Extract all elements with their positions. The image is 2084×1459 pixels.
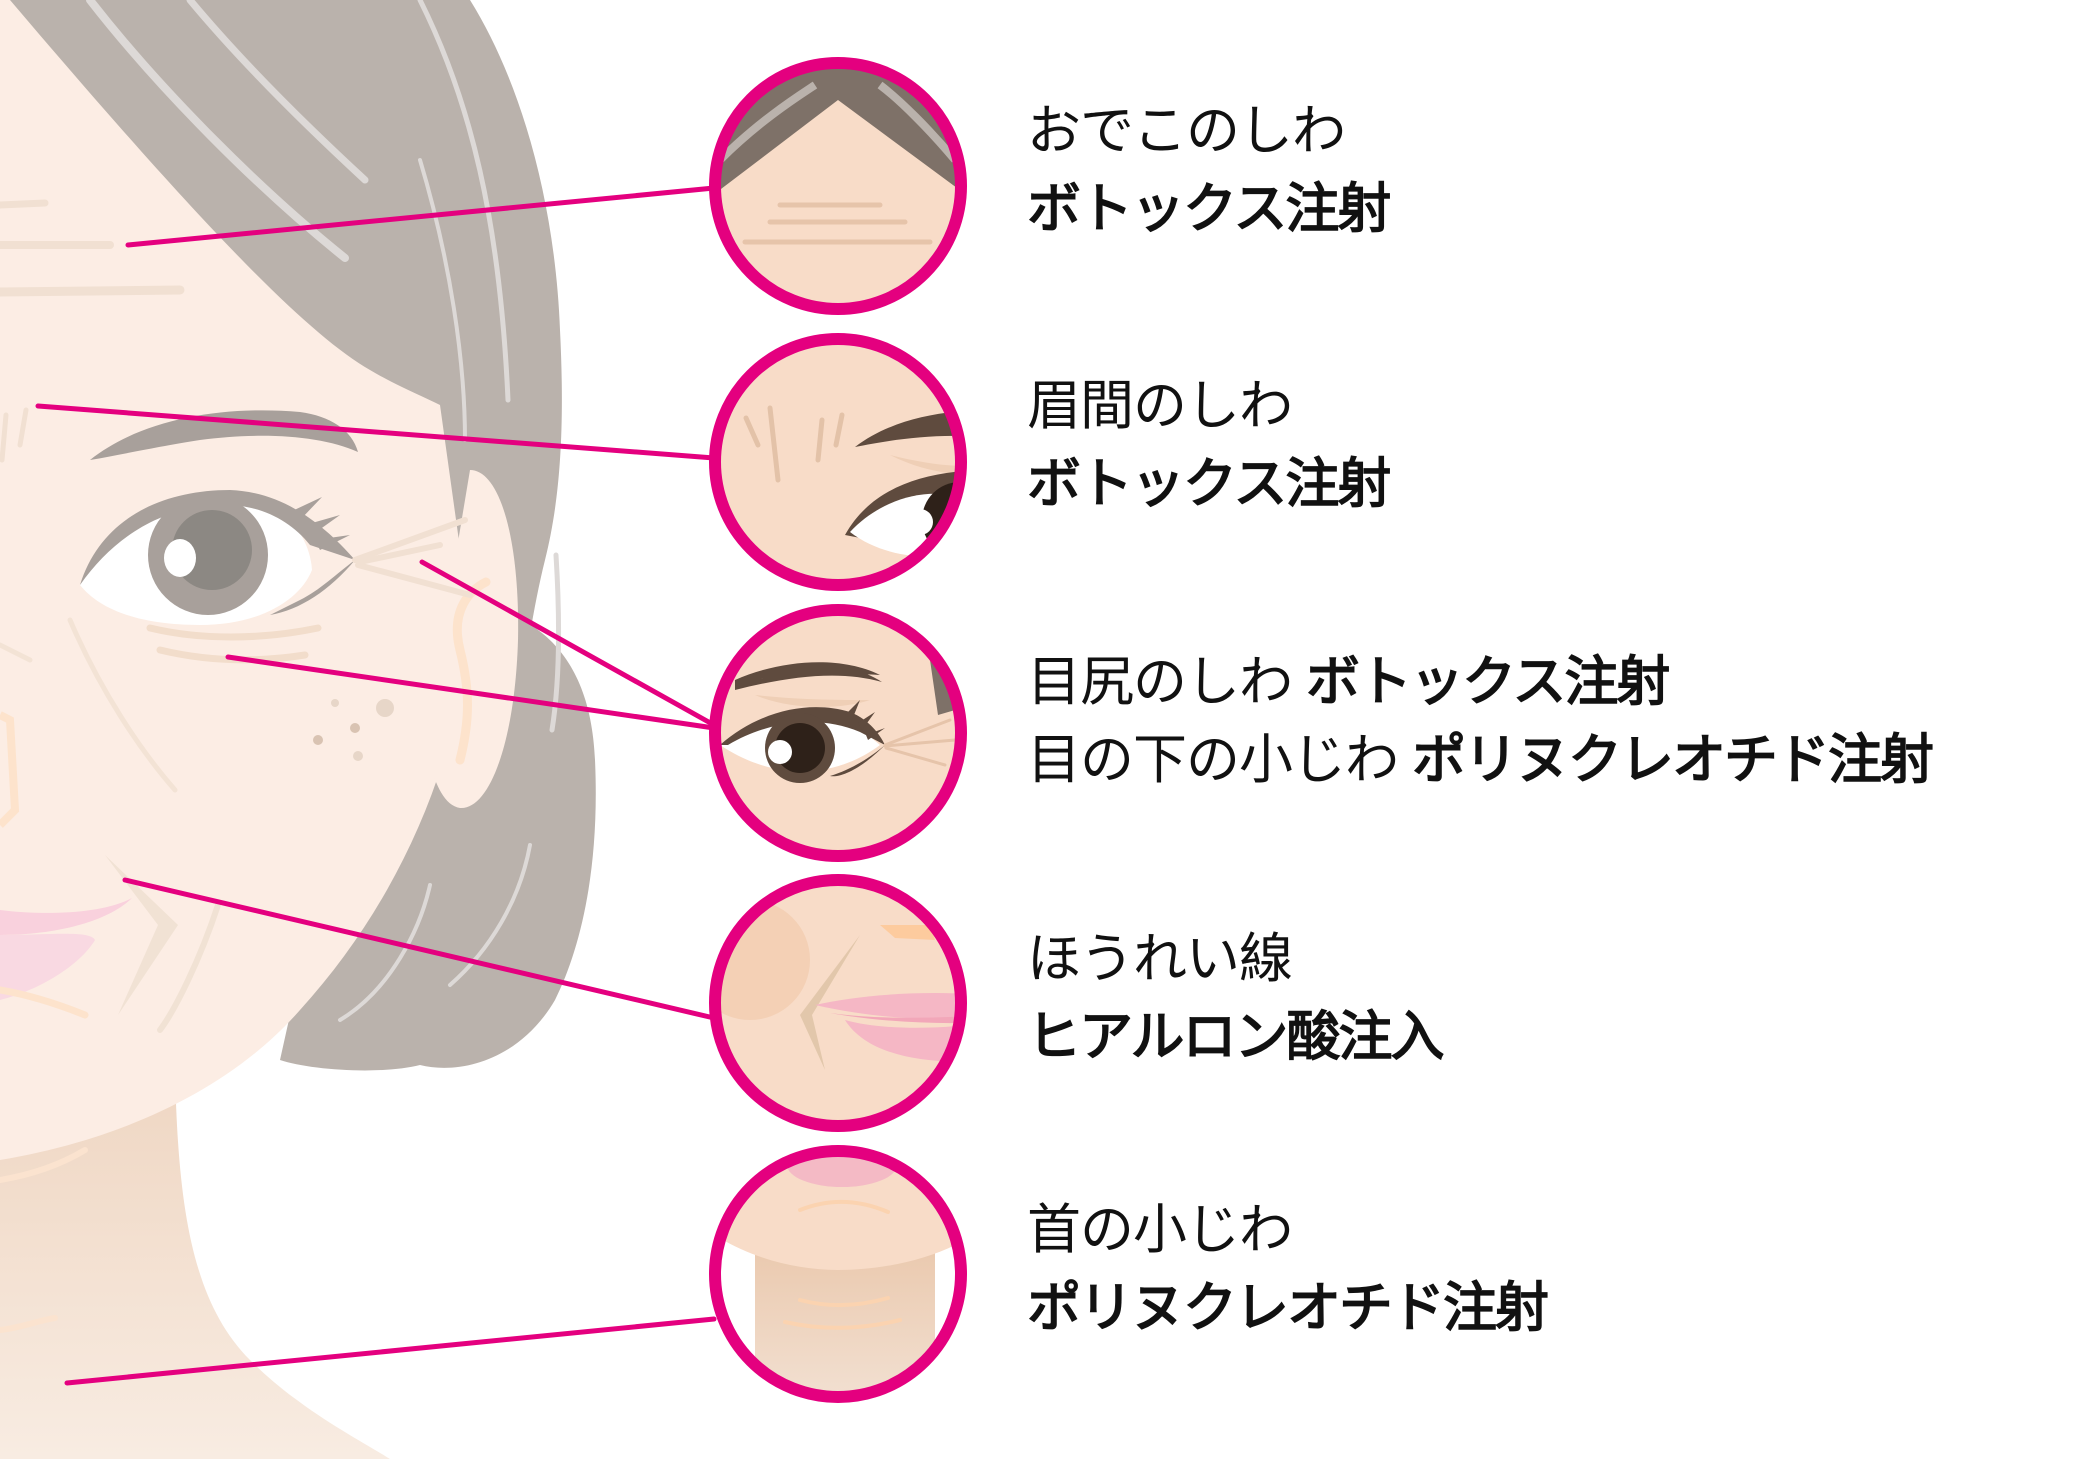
area-name: 眉間のしわ (1027, 374, 1293, 437)
nasolabial-fold (105, 855, 178, 1015)
hair-highlight (186, 0, 369, 184)
forehead-wrinkles-closeup-icon (709, 57, 967, 315)
zone-label-eyes: 目尻のしわボトックス注射 目の下の小じわポリヌクレオチド注射 (1027, 643, 1934, 799)
hair-highlight (418, 158, 467, 442)
ear (425, 470, 519, 809)
hair-highlight (549, 552, 562, 733)
hair-highlight (448, 843, 532, 987)
treatment-name: ボトックス注射 (1027, 452, 1391, 515)
treatment-name: ヒアルロン酸注入 (1027, 1005, 1444, 1068)
neck-wrinkles (0, 1147, 88, 1333)
treatment-name: ポリヌクレオチド注射 (1027, 1276, 1549, 1339)
cheek-lines (0, 617, 178, 793)
marionette-line (157, 902, 221, 1033)
eye-line-under-eye: 目の下の小じわポリヌクレオチド注射 (1027, 721, 1934, 799)
zone-label-forehead: おでこのしわ ボトックス注射 (1027, 92, 1391, 248)
hair-highlight (417, 0, 511, 403)
glabella-wrinkles (0, 407, 29, 463)
eye-highlight (164, 539, 196, 577)
area-name: ほうれい線 (1027, 927, 1293, 990)
zone-label-glabella: 眉間のしわ ボトックス注射 (1027, 367, 1391, 523)
eyelashes (290, 497, 350, 550)
area-name: 目の下の小じわ (1027, 728, 1399, 791)
chin-line (0, 986, 89, 1019)
treatment-name: ポリヌクレオチド注射 (1412, 728, 1934, 791)
treatment-name: ボトックス注射 (1306, 650, 1670, 713)
leader-line-glabella (35, 403, 717, 461)
hair-highlight (338, 883, 432, 1022)
leader-line-crows-feet (419, 559, 717, 728)
eye-wrinkles-closeup-icon (709, 604, 967, 862)
eyebrow (90, 410, 358, 460)
upper-lip (0, 898, 132, 935)
freckles (313, 699, 394, 761)
zone-label-nasolabial: ほうれい線 ヒアルロン酸注入 (1027, 920, 1444, 1076)
treatment-name: ボトックス注射 (1027, 177, 1391, 240)
forehead-wrinkles (0, 199, 185, 297)
area-name: おでこのしわ (1027, 99, 1346, 162)
lower-lip (0, 933, 95, 1000)
eye-lid (80, 490, 355, 585)
nasolabial-fold-closeup-icon (709, 874, 967, 1132)
neck (0, 1070, 390, 1459)
leader-line-forehead (125, 185, 717, 248)
crows-feet (352, 517, 473, 598)
leader-line-nasolabial (122, 877, 717, 1021)
leader-line-under-eye (225, 654, 717, 731)
hair-front (10, 0, 562, 760)
zone-label-neck: 首の小じわ ポリヌクレオチド注射 (1027, 1191, 1549, 1347)
neck-wrinkles-closeup-icon (709, 1145, 967, 1403)
leader-lines (35, 185, 717, 1386)
eye-line-crows-feet: 目尻のしわボトックス注射 (1027, 643, 1932, 721)
area-name: 目尻のしわ (1027, 650, 1293, 713)
nose-outline (0, 711, 20, 828)
glabella-wrinkles-closeup-icon (709, 333, 967, 591)
face-illustration (0, 0, 596, 1459)
area-name: 首の小じわ (1027, 1198, 1293, 1261)
leader-line-neck (64, 1316, 717, 1386)
